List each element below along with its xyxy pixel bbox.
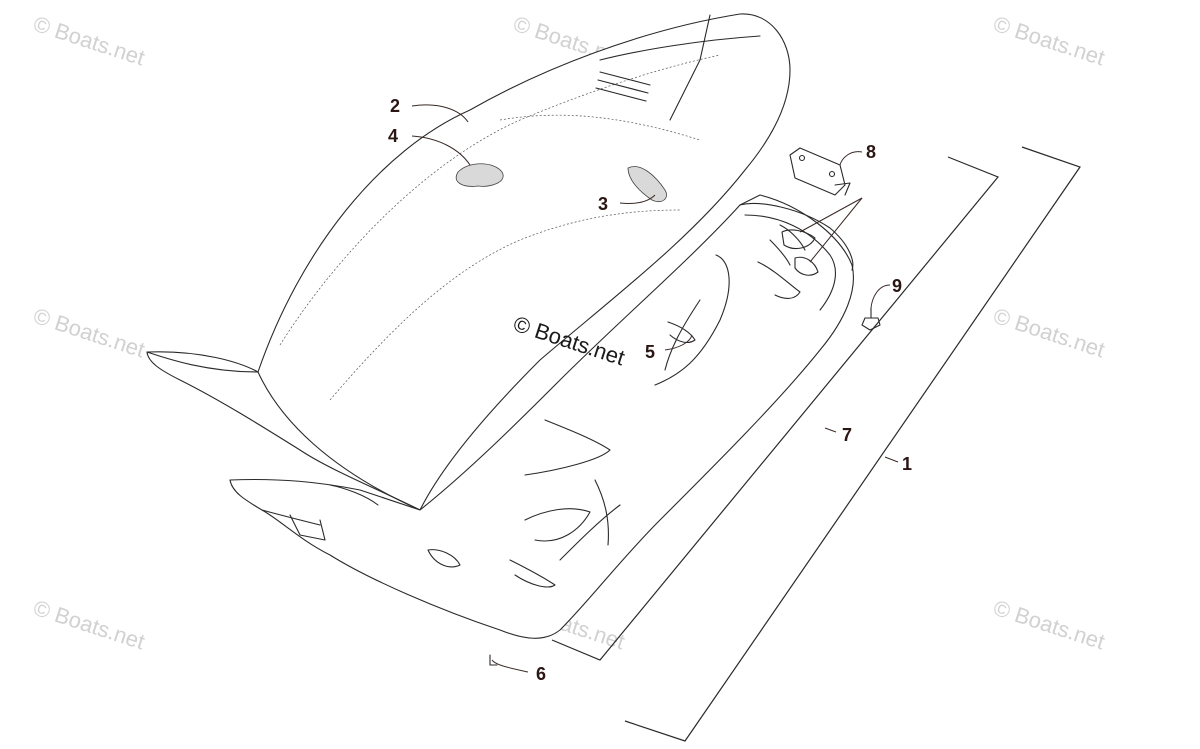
callout-8[interactable]: 8 — [866, 142, 876, 162]
leader-4 — [411, 135, 471, 166]
watermark-text: © Boats.net — [30, 303, 147, 362]
watermark-text: © Boats.net — [990, 11, 1107, 70]
leader-2 — [411, 104, 469, 123]
group-bracket-1 — [624, 146, 1081, 742]
leader-5 — [664, 334, 693, 351]
leader-1 — [884, 456, 899, 463]
screw-5[interactable] — [667, 321, 696, 344]
callout-4[interactable]: 4 — [388, 126, 398, 146]
leader-8b — [799, 197, 863, 233]
callouts: 2 4 3 8 9 5 7 1 6 — [388, 96, 912, 684]
callout-3[interactable]: 3 — [598, 194, 608, 214]
watermark-text: © Boats.net — [30, 595, 147, 654]
leader-7 — [824, 427, 837, 433]
latch-bracket[interactable] — [789, 147, 851, 196]
callout-1[interactable]: 1 — [902, 454, 912, 474]
group-bracket-7 — [551, 156, 999, 661]
watermark-text: © Boats.net — [30, 11, 147, 70]
leader-9 — [870, 284, 891, 309]
fastener-9[interactable] — [861, 307, 881, 331]
callout-2[interactable]: 2 — [390, 96, 400, 116]
grab-handle[interactable] — [627, 166, 667, 203]
clip-6[interactable] — [489, 654, 498, 666]
watermark-text: © Boats.net — [990, 303, 1107, 362]
callout-5[interactable]: 5 — [645, 342, 655, 362]
seat-patch[interactable] — [455, 163, 504, 187]
callout-6[interactable]: 6 — [536, 664, 546, 684]
leader-6 — [491, 659, 529, 673]
leader-8a — [839, 151, 863, 166]
leader-8c — [809, 197, 863, 263]
watermark-text: © Boats.net — [990, 595, 1107, 654]
seat-cover[interactable] — [146, 13, 791, 511]
seat-label-print — [595, 71, 651, 102]
leader-lines — [411, 104, 899, 673]
seat-base[interactable] — [229, 194, 854, 639]
latch-mechanism — [781, 229, 819, 276]
leader-3 — [619, 194, 656, 204]
callout-7[interactable]: 7 — [842, 425, 852, 445]
callout-9[interactable]: 9 — [892, 276, 902, 296]
